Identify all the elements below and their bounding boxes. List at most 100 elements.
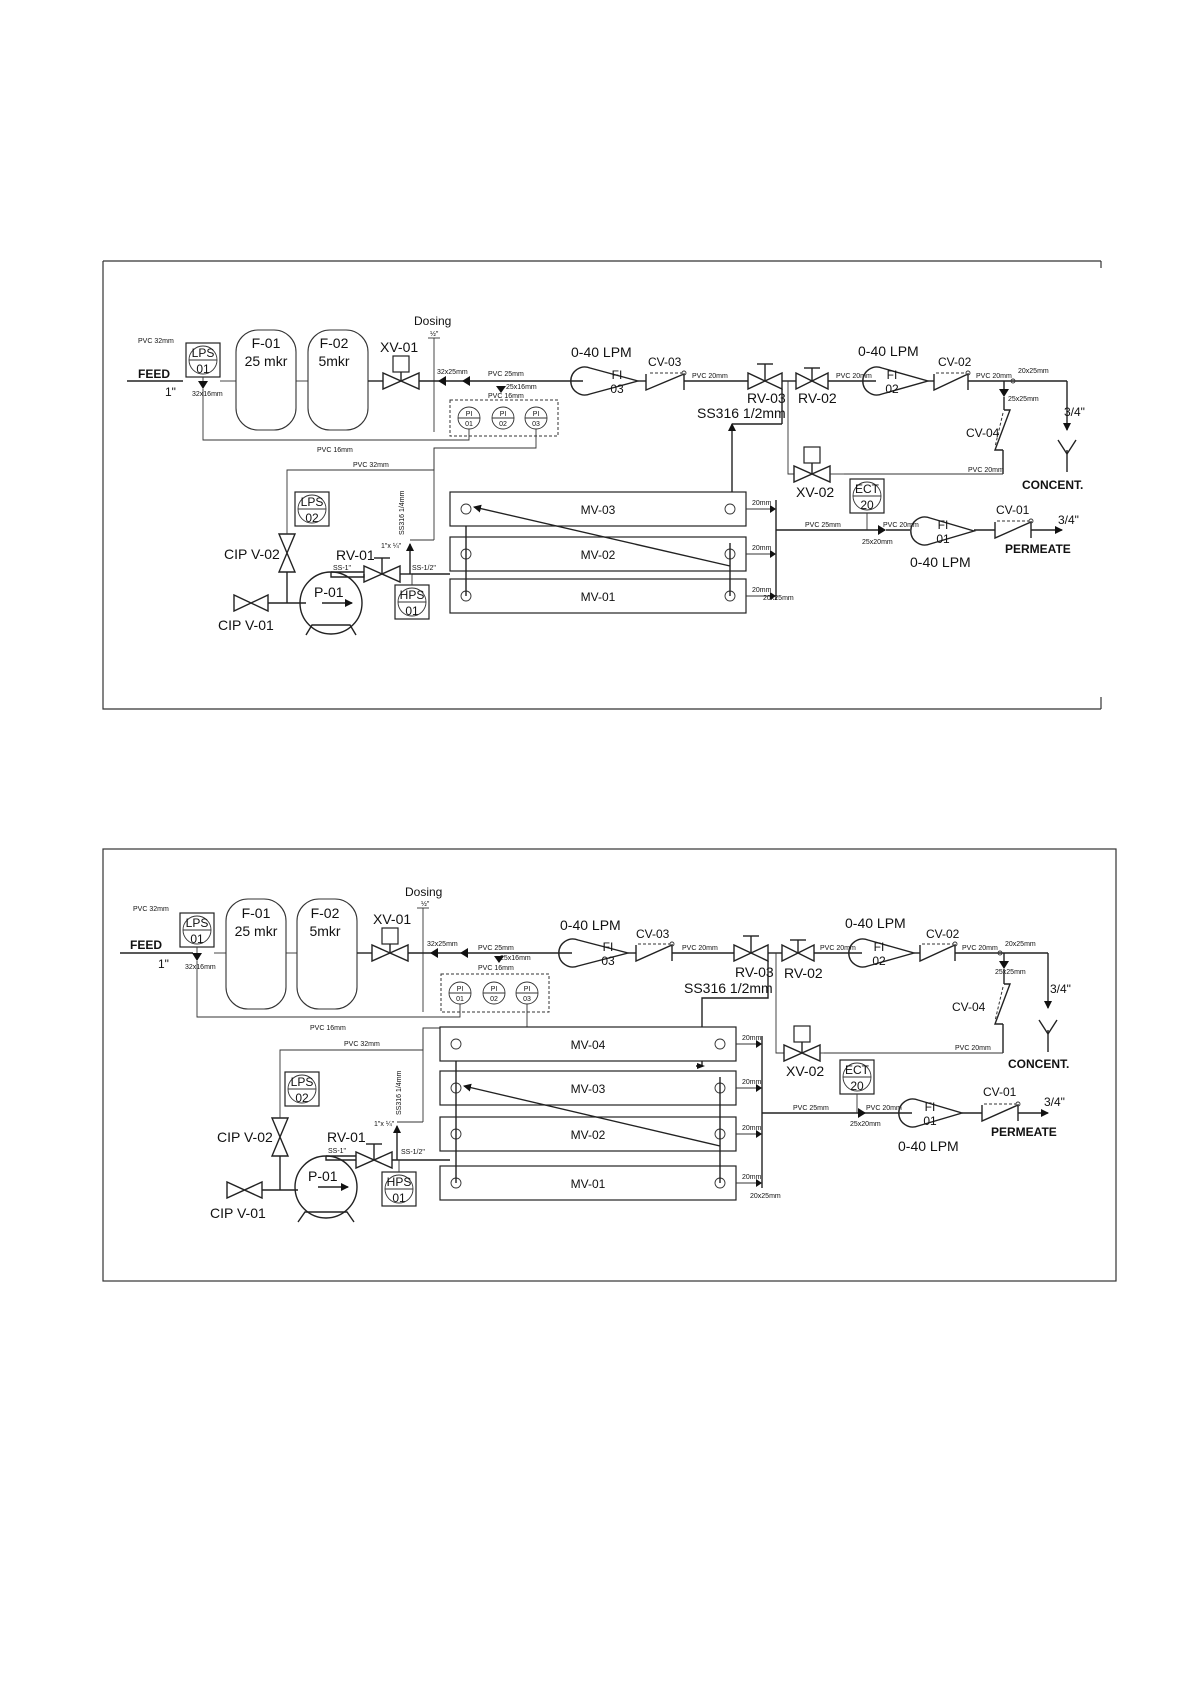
- svg-text:ECT: ECT: [855, 482, 880, 496]
- svg-text:PVC 32mm: PVC 32mm: [353, 462, 389, 469]
- svg-text:LPS: LPS: [186, 916, 209, 930]
- pressure-indicator-pi-01: PI 01: [457, 406, 481, 430]
- svg-text:SS-1/2": SS-1/2": [401, 1149, 425, 1156]
- membrane-vessel-mv-02: MV-02 20mm: [449, 536, 776, 572]
- svg-text:CV-02: CV-02: [938, 355, 972, 369]
- svg-text:32x25mm: 32x25mm: [427, 941, 458, 948]
- svg-text:XV-02: XV-02: [796, 484, 834, 500]
- check-valve-cv-04: CV-04: [966, 409, 1012, 451]
- pressure-switch-lps-01: LPS 01: [179, 912, 215, 948]
- svg-text:01: 01: [456, 996, 464, 1003]
- svg-text:25x16mm: 25x16mm: [506, 384, 537, 391]
- svg-text:P-01: P-01: [314, 584, 344, 600]
- svg-text:3/4": 3/4": [1058, 513, 1079, 527]
- svg-text:HPS: HPS: [387, 1175, 412, 1189]
- membrane-label: MV-01: [571, 1177, 606, 1191]
- svg-text:3/4": 3/4": [1064, 405, 1085, 419]
- dosing-label: Dosing: [414, 314, 451, 328]
- svg-text:PI: PI: [466, 411, 473, 418]
- pressure-indicator-pi-03: PI 03: [524, 406, 548, 430]
- drain-concent: CONCENT.: [1022, 439, 1083, 492]
- pipe-label-pvc32: PVC 32mm: [138, 338, 174, 345]
- svg-text:01: 01: [190, 932, 204, 946]
- svg-text:25 mkr: 25 mkr: [235, 923, 278, 939]
- svg-text:PVC 20mm: PVC 20mm: [955, 1045, 991, 1052]
- membrane-label: MV-03: [571, 1082, 606, 1096]
- svg-text:FI: FI: [925, 1100, 936, 1114]
- fi01-range-label: 0-40 LPM: [898, 1138, 959, 1154]
- pipe-size-label: 20mm: [752, 545, 772, 552]
- svg-text:PVC 32mm: PVC 32mm: [344, 1041, 380, 1048]
- svg-text:PVC 20mm: PVC 20mm: [836, 373, 872, 380]
- svg-text:PVC 20mm: PVC 20mm: [883, 522, 919, 529]
- valve-cip-v-02: CIP V-02: [224, 533, 297, 573]
- flow-indicator-fi-03: FI 03: [570, 366, 641, 396]
- svg-text:FI: FI: [887, 368, 898, 382]
- svg-text:CONCENT.: CONCENT.: [1022, 478, 1083, 492]
- svg-text:1"x ¼": 1"x ¼": [374, 1121, 395, 1128]
- pipe-size-label: 20mm: [742, 1174, 762, 1181]
- svg-text:PI: PI: [500, 411, 507, 418]
- arrow-icon: [756, 1130, 762, 1138]
- drain-concent: CONCENT.: [1008, 1019, 1069, 1071]
- arrow-icon: [770, 550, 776, 558]
- feed-size-label: 1": [165, 385, 176, 399]
- conductivity-transmitter-ect-20: ECT 20: [849, 478, 885, 514]
- svg-text:CV-02: CV-02: [926, 927, 960, 941]
- svg-text:PVC 20mm: PVC 20mm: [968, 467, 1004, 474]
- flow-indicator-fi-01: FI 01: [910, 516, 977, 546]
- arrow-icon: [756, 1084, 762, 1092]
- solenoid-valve-xv-01: XV-01: [371, 911, 411, 963]
- pump-p-01: P-01: [294, 1155, 358, 1223]
- rv01-label: RV-01: [336, 547, 375, 563]
- svg-text:01: 01: [405, 604, 419, 618]
- svg-text:25x25mm: 25x25mm: [995, 969, 1026, 976]
- svg-text:PVC 20mm: PVC 20mm: [976, 373, 1012, 380]
- concentrate-recirculation-line: [463, 1083, 721, 1147]
- feed-size-label: 1": [158, 957, 169, 971]
- svg-text:RV-03: RV-03: [747, 390, 786, 406]
- svg-text:01: 01: [465, 421, 473, 428]
- svg-text:FI: FI: [874, 940, 885, 954]
- svg-text:CIP V-02: CIP V-02: [217, 1129, 273, 1145]
- check-valve-cv-01: CV-01: [981, 1085, 1021, 1123]
- svg-text:25x25mm: 25x25mm: [1008, 396, 1039, 403]
- ss316-half-label: SS316 1/2mm: [697, 405, 786, 421]
- fitting-label-32x16: 32x16mm: [185, 964, 216, 971]
- feed-label: FEED: [130, 938, 162, 952]
- valve-cip-v-01: CIP V-01: [210, 1180, 266, 1221]
- svg-text:PVC 20mm: PVC 20mm: [682, 945, 718, 952]
- pressure-indicator-pi-03: PI 03: [515, 981, 539, 1005]
- membrane-label: MV-02: [581, 548, 616, 562]
- svg-text:32x25mm: 32x25mm: [437, 369, 468, 376]
- fitting-label-32x16: 32x16mm: [192, 391, 223, 398]
- svg-text:PI: PI: [491, 986, 498, 993]
- svg-text:RV-02: RV-02: [798, 390, 837, 406]
- rv01-label: RV-01: [327, 1129, 366, 1145]
- svg-text:03: 03: [610, 382, 624, 396]
- svg-text:PVC 16mm: PVC 16mm: [317, 447, 353, 454]
- filter-f-02: F-02 5mkr: [307, 329, 369, 431]
- svg-text:1"x ¼": 1"x ¼": [381, 543, 402, 550]
- pressure-switch-lps-02: LPS 02: [284, 1071, 320, 1107]
- svg-text:20: 20: [850, 1079, 864, 1093]
- svg-text:03: 03: [601, 954, 615, 968]
- svg-text:20x25mm: 20x25mm: [750, 1193, 781, 1200]
- svg-text:PVC 16mm: PVC 16mm: [310, 1025, 346, 1032]
- fi03-range-label: 0-40 LPM: [560, 917, 621, 933]
- check-valve-cv-03: CV-03: [635, 927, 675, 963]
- pid-diagram-2: FEED 1" LPS 01 PVC 32mm 32x16mm F-01 25 …: [102, 848, 1117, 1282]
- flow-indicator-fi-02: FI 02: [848, 938, 917, 968]
- svg-text:02: 02: [885, 382, 899, 396]
- svg-text:CV-03: CV-03: [636, 927, 670, 941]
- svg-text:SS-1/2": SS-1/2": [412, 565, 436, 572]
- check-valve-cv-04: CV-04: [952, 983, 1012, 1025]
- svg-text:LPS: LPS: [301, 495, 324, 509]
- permeate-label: PERMEATE: [991, 1125, 1057, 1139]
- svg-text:CV-01: CV-01: [996, 503, 1030, 517]
- svg-text:20x25mm: 20x25mm: [1005, 941, 1036, 948]
- svg-text:PI: PI: [524, 986, 531, 993]
